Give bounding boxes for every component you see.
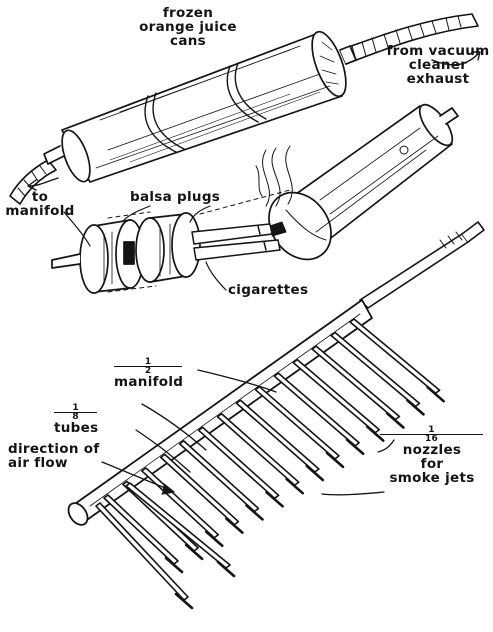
nozzle-tip: [406, 399, 425, 416]
dashed-guides: [107, 189, 291, 293]
balsa-plug-right: [135, 212, 201, 283]
tube: [197, 426, 280, 500]
juice-can-tube: [43, 30, 357, 183]
tube: [330, 331, 421, 408]
nozzle-tip: [325, 451, 345, 469]
smoke-wisps: [255, 145, 293, 207]
nozzle-tip: [365, 425, 385, 442]
flow-arrows-top: [27, 51, 481, 191]
tube: [178, 440, 260, 513]
nozzle-tip: [285, 477, 305, 495]
tube: [95, 502, 189, 601]
tube: [125, 482, 231, 569]
manifold-pipe: [67, 299, 373, 526]
tube: [141, 467, 220, 539]
cigarettes: [191, 221, 287, 261]
tube: [273, 372, 360, 447]
pointer-arrows: [101, 369, 395, 496]
nozzle-tip: [225, 517, 244, 534]
label-balsa-plugs: balsa plugs: [130, 189, 221, 205]
nozzle-tip: [386, 412, 405, 429]
tube: [216, 412, 300, 486]
nozzle-tip: [174, 592, 194, 610]
hose-from-vacuum: [339, 13, 479, 65]
nozzle-tip: [345, 438, 365, 456]
angled-can: [268, 103, 459, 261]
nozzle-tip: [184, 543, 204, 561]
tube: [235, 399, 320, 473]
tube: [349, 318, 441, 394]
nozzle-tip: [216, 560, 236, 578]
tube: [103, 494, 179, 565]
tube: [159, 453, 240, 526]
nozzle-tip: [305, 464, 325, 482]
nozzle-tubes: [95, 318, 445, 610]
nozzle-tip: [265, 491, 284, 508]
nozzle-tip: [204, 530, 224, 548]
tube: [254, 385, 340, 460]
nozzle-tip: [426, 385, 445, 403]
label-cigarettes: cigarettes: [228, 282, 309, 298]
leader-lines-middle: [63, 205, 227, 291]
nozzle-tip: [164, 556, 184, 574]
tube: [311, 345, 401, 421]
tube: [292, 358, 381, 434]
nozzle-tip: [245, 504, 264, 521]
feed-hose: [359, 221, 485, 309]
balsa-plug-left: [51, 219, 145, 294]
